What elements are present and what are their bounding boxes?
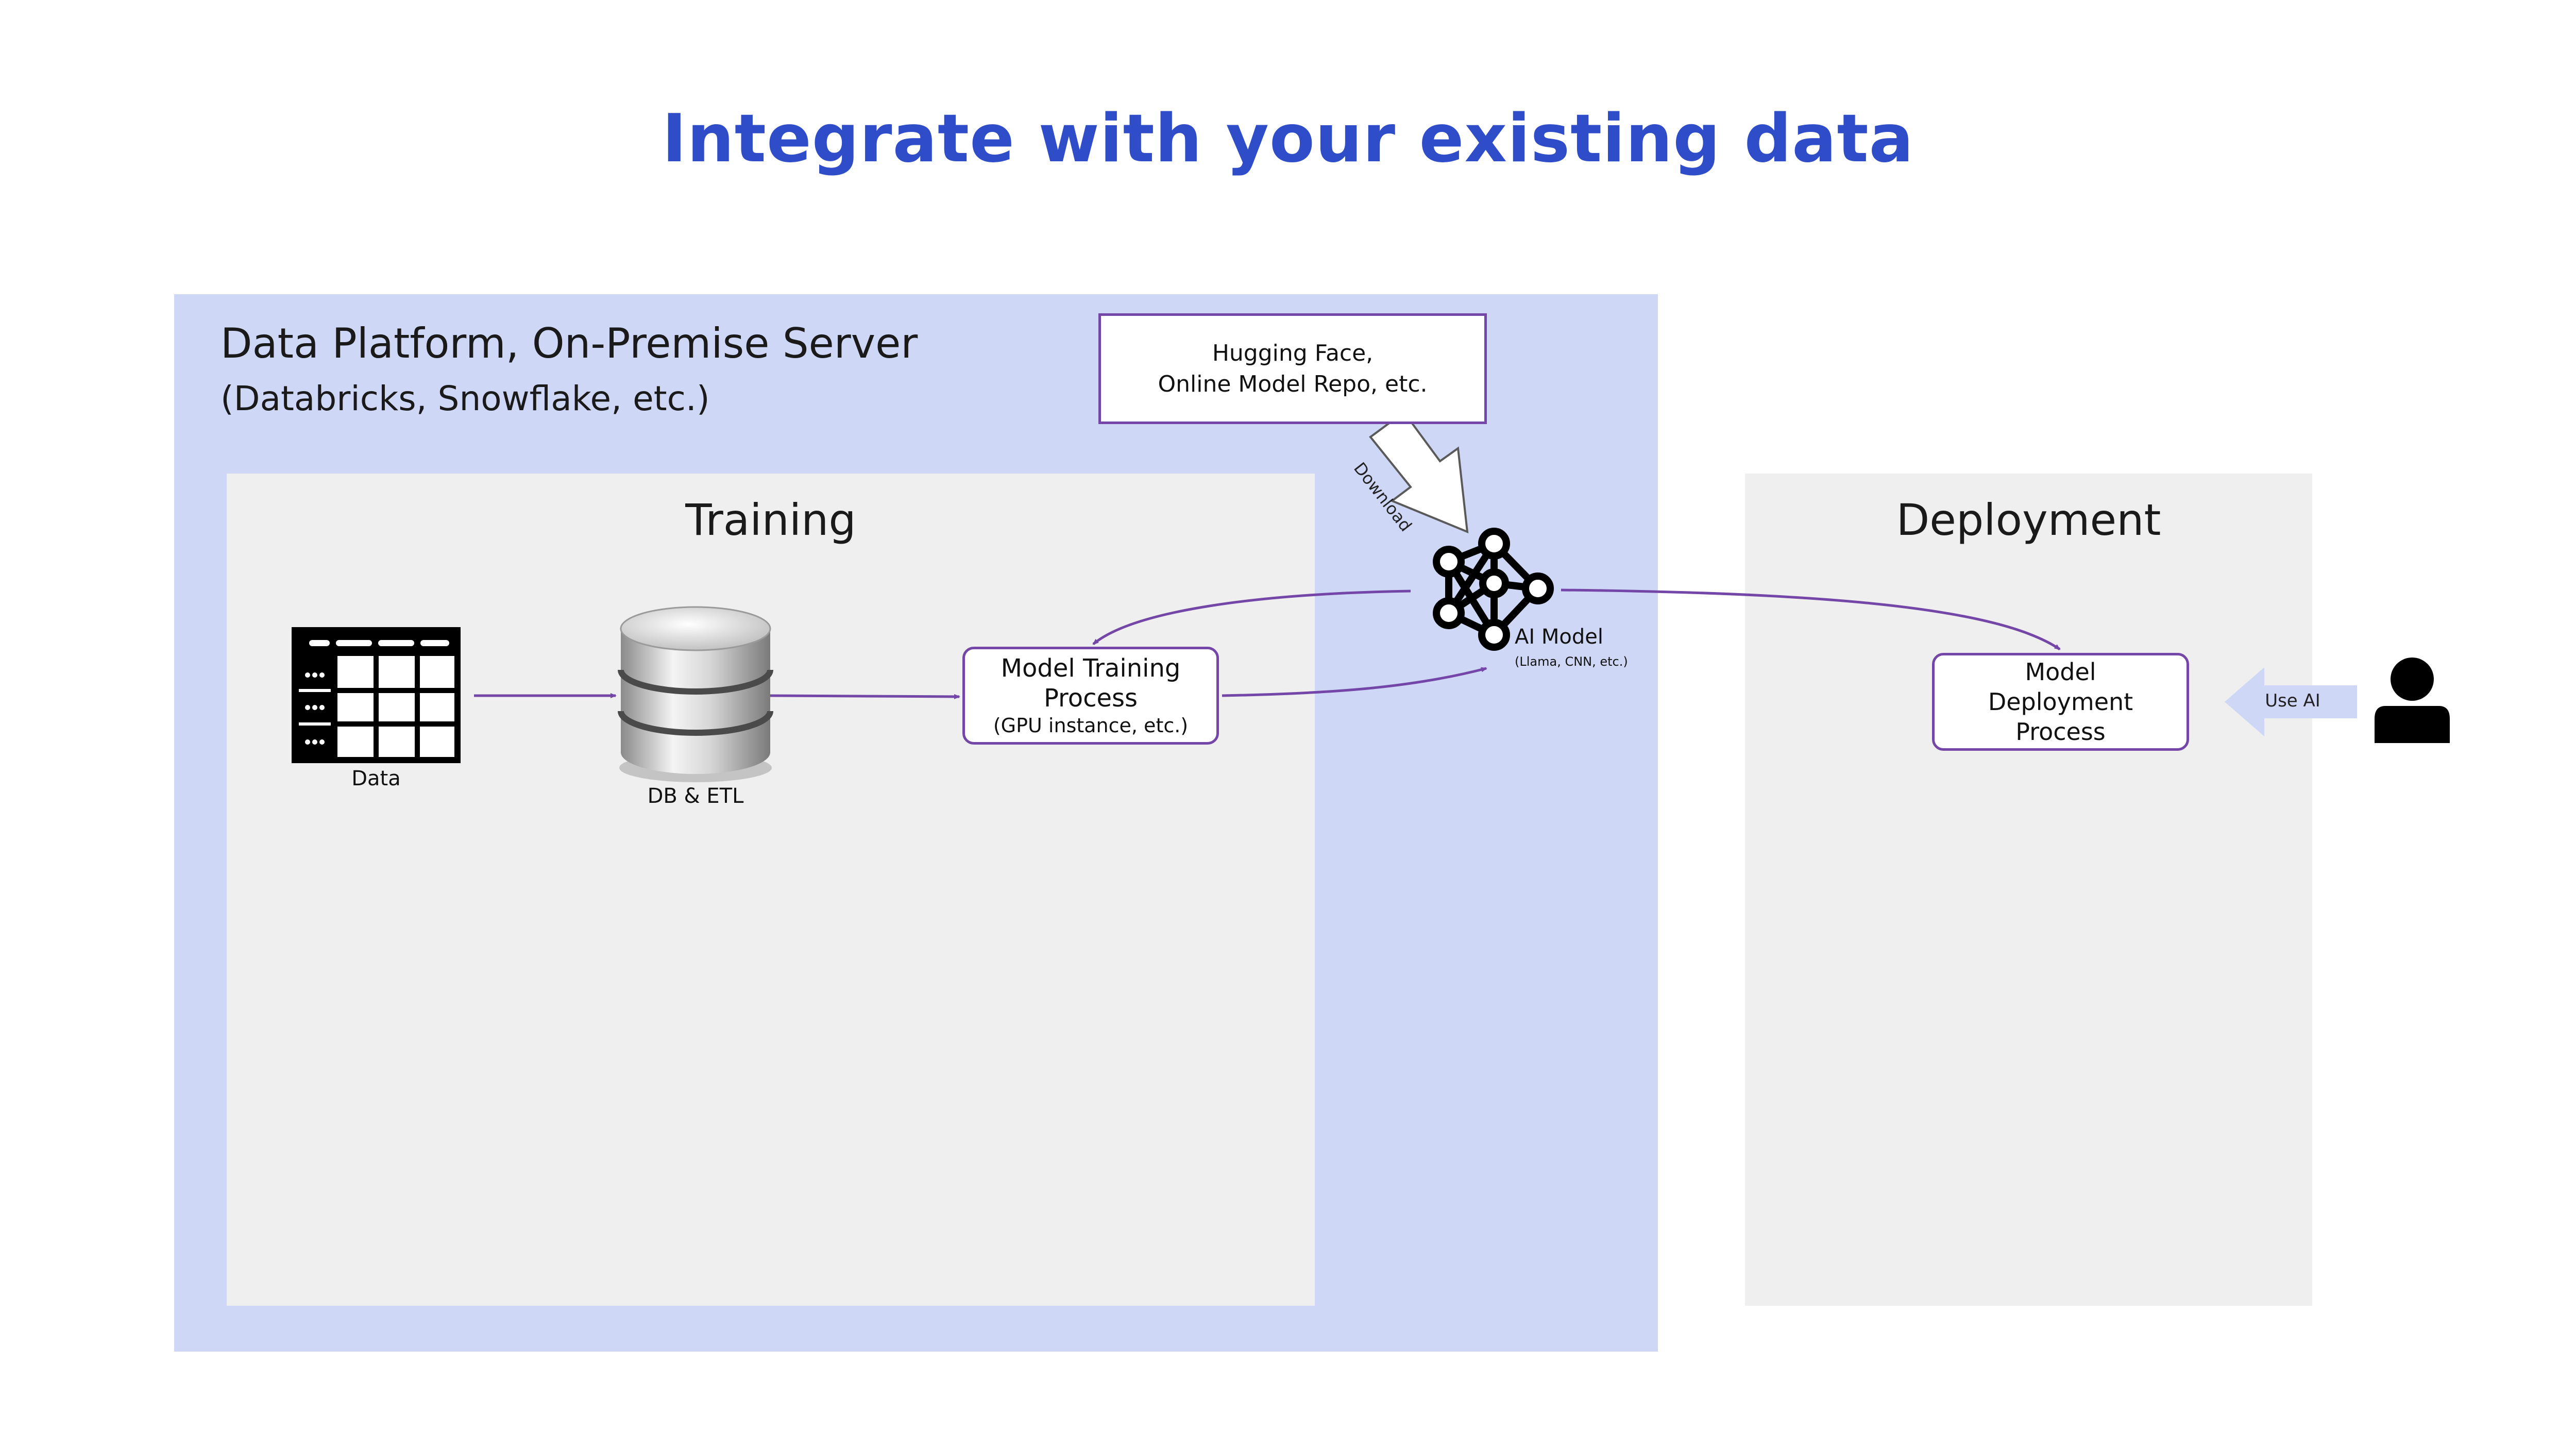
- db-label: DB & ETL: [647, 784, 744, 808]
- model-training-box: Model Training Process (GPU instance, et…: [962, 647, 1219, 745]
- page-title: Integrate with your existing data: [662, 100, 1914, 177]
- neural-network-icon: [1433, 528, 1554, 651]
- platform-title: Data Platform, On-Premise Server: [221, 319, 918, 367]
- hugging-face-line1: Hugging Face,: [1212, 340, 1374, 366]
- ai-model-sublabel: (Llama, CNN, etc.): [1515, 654, 1628, 669]
- use-ai-label: Use AI: [2265, 690, 2320, 711]
- user-icon: [2375, 658, 2450, 743]
- training-title: Training: [685, 495, 856, 545]
- model-training-line1: Model Training: [1001, 654, 1181, 683]
- model-deployment-line2: Deployment: [1988, 688, 2133, 716]
- arrow-training-to-model: [1222, 667, 1487, 697]
- arrow-db-to-training: [770, 694, 960, 699]
- hugging-face-box: Hugging Face, Online Model Repo, etc.: [1098, 313, 1487, 424]
- model-training-line3: (GPU instance, etc.): [993, 714, 1189, 737]
- training-region: [227, 474, 1315, 1306]
- arrow-model-to-deployment: [1561, 588, 2061, 651]
- model-deployment-line3: Process: [2015, 718, 2106, 746]
- model-training-line2: Process: [1043, 684, 1138, 713]
- hugging-face-line2: Online Model Repo, etc.: [1158, 370, 1428, 397]
- use-ai-arrow: [2225, 667, 2357, 736]
- deployment-title: Deployment: [1896, 495, 2161, 545]
- ai-model-label: AI Model: [1515, 625, 1603, 649]
- deployment-region: [1745, 474, 2312, 1306]
- table-icon: [292, 627, 461, 763]
- model-deployment-box: Model Deployment Process: [1932, 653, 2189, 751]
- data-label: Data: [351, 767, 401, 790]
- model-deployment-line1: Model: [2025, 658, 2096, 686]
- database-icon: [618, 606, 773, 782]
- arrow-model-to-training: [1092, 589, 1411, 645]
- platform-subtitle: (Databricks, Snowflake, etc.): [221, 379, 710, 418]
